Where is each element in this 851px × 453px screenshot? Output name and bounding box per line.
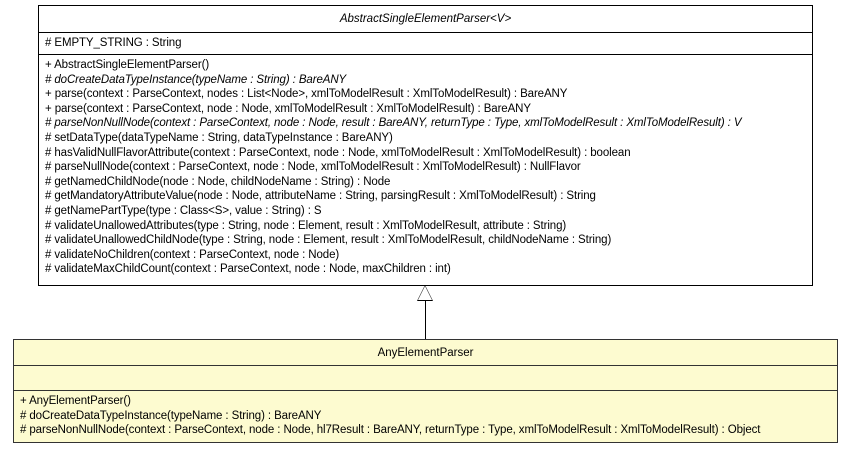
operations-section-abstract-single-element-parser: + AbstractSingleElementParser() # doCrea… xyxy=(39,55,812,280)
operation-line: # hasValidNullFlavorAttribute(context : … xyxy=(45,146,631,159)
operation-line: # doCreateDataTypeInstance(typeName : St… xyxy=(45,73,347,86)
operation-line: # getNamePartType(type : Class<S>, value… xyxy=(45,204,322,217)
attributes-section-abstract-single-element-parser: # EMPTY_STRING : String xyxy=(39,33,812,55)
operation-line: + parse(context : ParseContext, nodes : … xyxy=(45,88,568,101)
operation-line: # parseNullNode(context : ParseContext, … xyxy=(45,161,581,174)
class-box-any-element-parser[interactable]: AnyElementParser + AnyElementParser() # … xyxy=(13,339,838,443)
operation-line: # parseNonNullNode(context : ParseContex… xyxy=(20,424,761,437)
operation-line: # validateUnallowedChildNode(type : Stri… xyxy=(45,234,612,247)
operation-line: # setDataType(dataTypeName : String, dat… xyxy=(45,131,393,144)
generalization-stem xyxy=(425,299,426,340)
operation-line: + parse(context : ParseContext, node : N… xyxy=(45,102,531,115)
attribute-line: # EMPTY_STRING : String xyxy=(45,37,182,49)
operation-line: # validateUnallowedAttributes(type : Str… xyxy=(45,219,567,232)
class-name-any-element-parser: AnyElementParser xyxy=(14,340,837,366)
operation-line: # validateNoChildren(context : ParseCont… xyxy=(45,248,340,261)
generalization-arrowhead xyxy=(418,286,432,300)
operations-section-any-element-parser: + AnyElementParser() # doCreateDataTypeI… xyxy=(14,391,837,441)
operation-line: # parseNonNullNode(context : ParseContex… xyxy=(45,117,742,130)
operation-line: # getNamedChildNode(node : Node, childNo… xyxy=(45,175,391,188)
operation-line: # validateMaxChildCount(context : ParseC… xyxy=(45,263,451,276)
operation-line: + AbstractSingleElementParser() xyxy=(45,59,210,71)
operation-line: # doCreateDataTypeInstance(typeName : St… xyxy=(20,409,322,422)
class-name-abstract-single-element-parser: AbstractSingleElementParser<V> xyxy=(39,6,812,33)
operation-line: # getMandatoryAttributeValue(node : Node… xyxy=(45,190,596,203)
attributes-section-any-element-parser xyxy=(14,366,837,391)
operation-line: + AnyElementParser() xyxy=(20,395,131,407)
class-box-abstract-single-element-parser[interactable]: AbstractSingleElementParser<V> # EMPTY_S… xyxy=(38,5,813,286)
